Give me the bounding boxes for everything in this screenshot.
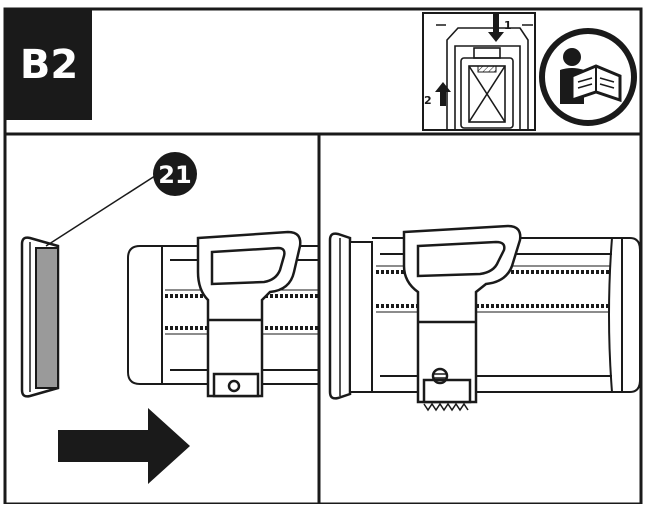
step-label: B2 [6, 10, 92, 120]
header-thumbnail: 1 2 [422, 12, 536, 131]
callout-leader-line [45, 173, 159, 247]
left-panel: 21 [20, 152, 319, 484]
thumbnail-arrow-up-icon [435, 82, 451, 106]
thumbnail-step-1: 1 [504, 19, 512, 32]
end-ring-part [20, 236, 60, 398]
part-callout-badge [153, 152, 197, 196]
thumbnail-step-2: 2 [424, 94, 432, 107]
mounting-bracket [196, 230, 302, 398]
read-manual-icon [539, 28, 637, 126]
assembled-end-ring [328, 232, 373, 400]
thumbnail-arrow-down-icon [488, 14, 504, 42]
right-panel [328, 224, 641, 412]
assembled-mounting-bracket [402, 224, 522, 412]
part-callout-number: 21 [158, 161, 191, 189]
push-right-arrow-icon [58, 408, 190, 484]
